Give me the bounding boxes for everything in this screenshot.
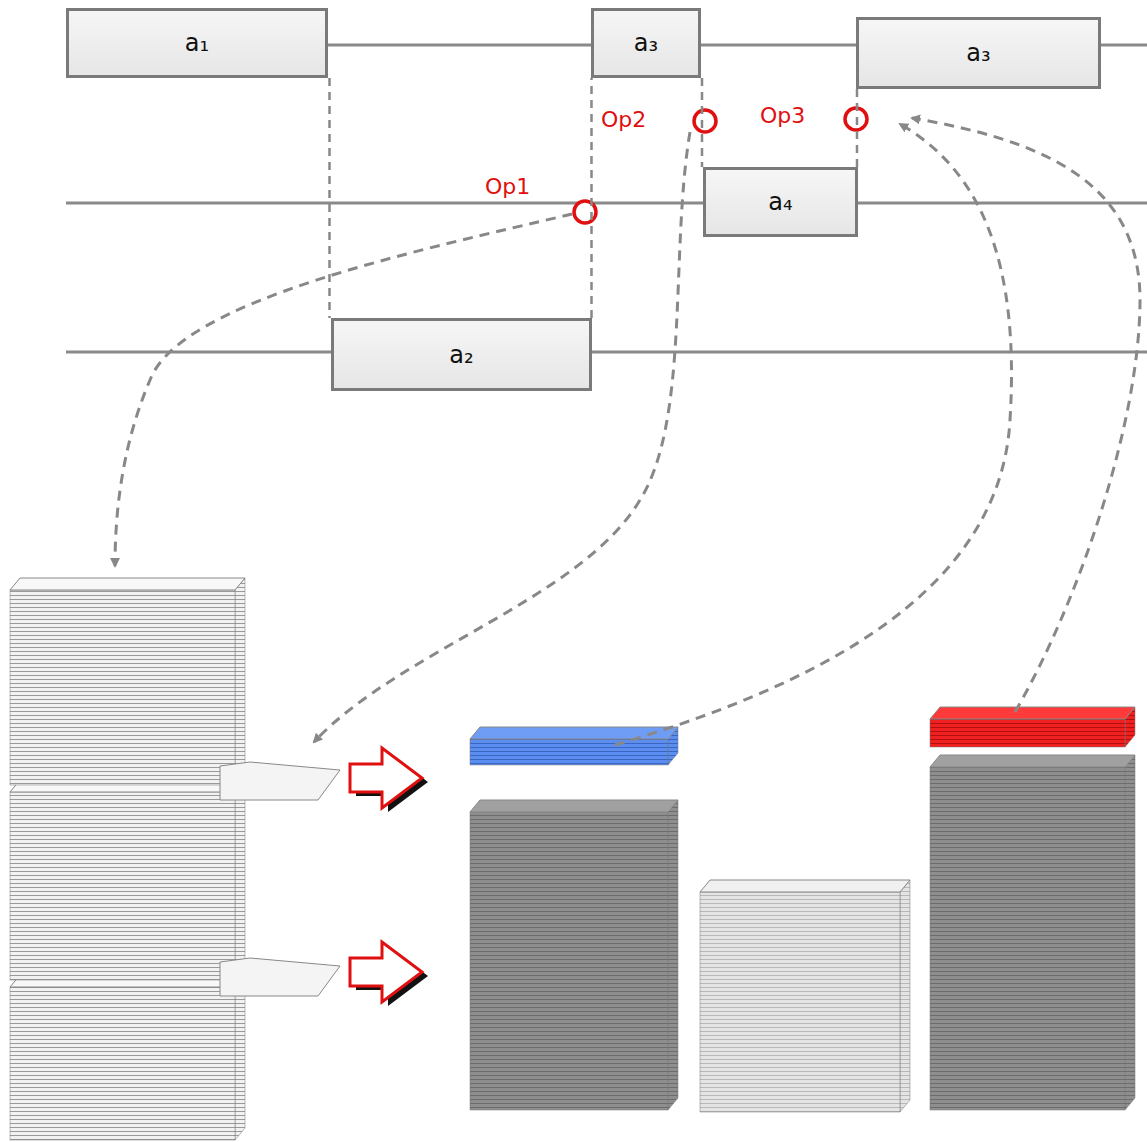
activity-label: a₃ — [634, 29, 658, 57]
dependency-line — [328, 78, 331, 318]
sheet-stack — [930, 755, 1135, 1110]
operation-label: Op3 — [760, 103, 805, 128]
pulled-sheet — [220, 762, 340, 996]
activity-box: a₁ — [66, 8, 328, 78]
operation-label: Op1 — [485, 174, 530, 199]
activity-label: a₂ — [449, 341, 473, 369]
activity-label: a₄ — [768, 188, 792, 216]
operation-label: Op2 — [601, 107, 646, 132]
sheet-stack — [930, 707, 1135, 747]
sheet-stack — [470, 727, 678, 765]
activity-label: a₁ — [185, 29, 209, 57]
timeline — [66, 45, 1147, 352]
activity-box: a₃ — [591, 8, 701, 78]
sheet-stack — [10, 975, 245, 1140]
activity-box: a₂ — [331, 318, 592, 391]
dependency-line — [856, 89, 859, 167]
sheet-stack — [700, 880, 910, 1112]
activity-label: a₃ — [966, 39, 990, 67]
dependency-line — [701, 78, 704, 167]
block-arrow — [350, 748, 428, 1006]
sheet-stack — [10, 578, 245, 785]
sheet-stack — [10, 780, 245, 980]
activity-box: a₄ — [703, 167, 858, 237]
leader-curve — [115, 118, 1140, 745]
dependency-line — [590, 78, 593, 318]
sheet-stack — [470, 800, 678, 1110]
activity-box: a₃ — [856, 17, 1101, 89]
